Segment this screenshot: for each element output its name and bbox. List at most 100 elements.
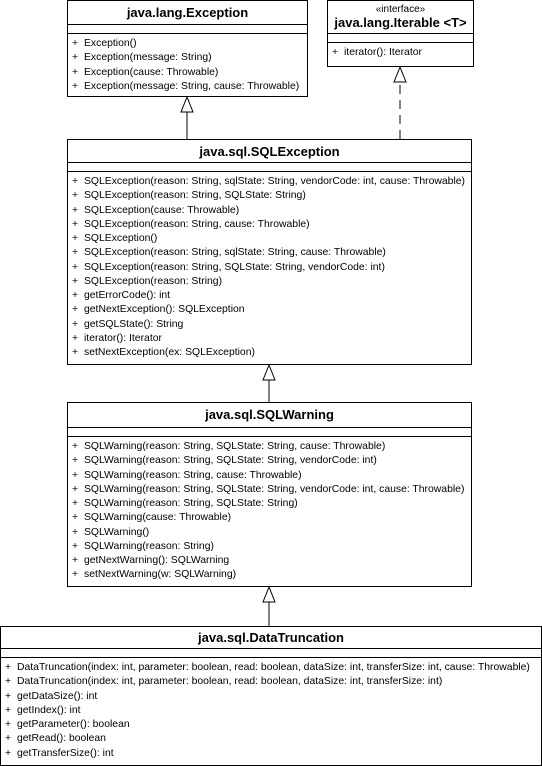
operation-signature: SQLException(reason: String): [84, 275, 223, 287]
operation-signature: SQLException(): [84, 233, 158, 244]
class-exception-attributes: [68, 25, 307, 34]
operation-visibility: +: [72, 247, 79, 259]
operation-visibility: +: [72, 318, 79, 330]
operation-visibility: +: [72, 455, 79, 467]
operation-signature: SQLException(reason: String, sqlState: S…: [84, 247, 386, 259]
operation-signature: setNextException(ex: SQLException): [84, 347, 255, 358]
operation-visibility: +: [72, 526, 79, 538]
operation-visibility: +: [72, 261, 79, 273]
operation-signature: SQLWarning(reason: String, SQLState: Str…: [84, 483, 465, 495]
operation-datatruncation: +DataTruncation(index: int, parameter: b…: [5, 661, 541, 675]
operation-signature: iterator(): Iterator: [344, 47, 422, 58]
operation-sqlexception: + SQLException(reason: String, SQLState: …: [72, 261, 471, 275]
operation-visibility: +: [72, 38, 79, 49]
operation-sqlexception: + SQLException(reason: String): [72, 275, 471, 289]
class-datatruncation[interactable]: java.sql.DataTruncation + DataTruncation(…: [0, 626, 542, 766]
operation-exception: + Exception(cause: Throwable): [72, 66, 307, 80]
operation-sqlexception: + getErrorCode(): int: [72, 289, 471, 303]
class-sqlexception[interactable]: java.sql.SQLException +SQLException(reas…: [67, 139, 472, 365]
operation-visibility: +: [5, 733, 12, 745]
operation-signature: getNextException(): SQLException: [84, 304, 245, 316]
operation-visibility: +: [72, 218, 79, 230]
class-sqlwarning-header: java.sql.SQLWarning: [68, 403, 471, 428]
generalization-sqlexception-to-exception-arrowhead: [180, 95, 194, 113]
class-datatruncation-header: java.sql.DataTruncation: [1, 627, 541, 649]
class-iterable[interactable]: «interface» java.lang.Iterable <T> + iter…: [327, 0, 474, 67]
operation-visibility: +: [72, 569, 79, 581]
operation-visibility: +: [332, 47, 339, 58]
class-iterable-name: java.lang.Iterable <T>: [334, 15, 467, 30]
generalization-sqlwarning-to-sqlexception-arrowhead: [262, 363, 276, 381]
operation-signature: getErrorCode(): int: [84, 290, 171, 301]
operation-visibility: +: [72, 441, 79, 452]
operation-datatruncation: +getParameter(): boolean: [5, 718, 541, 732]
operation-sqlwarning: +SQLWarning(reason: String, SQLState: St…: [72, 454, 471, 468]
operation-sqlexception: +getSQLState(): String: [72, 318, 471, 332]
operation-visibility: +: [72, 275, 79, 287]
operation-sqlexception: +SQLException(reason: String, cause: Thr…: [72, 218, 471, 232]
operation-signature: SQLWarning(reason: String, cause: Throwa…: [84, 469, 302, 481]
operation-exception: + Exception(message: String): [72, 51, 307, 65]
operation-sqlexception: +iterator(): Iterator: [72, 332, 471, 346]
operation-datatruncation: + DataTruncation(index: int, parameter: b…: [5, 675, 541, 689]
class-exception-name: java.lang.Exception: [126, 5, 249, 20]
operation-signature: DataTruncation(index: int, parameter: bo…: [17, 676, 443, 688]
operation-datatruncation: +getRead(): boolean: [5, 732, 541, 746]
operation-signature: SQLException(reason: String, SQLState: S…: [84, 261, 385, 273]
operation-signature: SQLException(cause: Throwable): [84, 204, 240, 216]
operation-visibility: +: [72, 290, 79, 301]
operation-visibility: +: [72, 555, 79, 566]
operation-signature: SQLWarning(cause: Throwable): [84, 512, 232, 524]
operation-sqlwarning: +SQLWarning(reason: String, SQLState: St…: [72, 440, 471, 454]
operation-visibility: +: [72, 52, 79, 64]
operation-sqlwarning: + SQLWarning(reason: String): [72, 540, 471, 554]
operation-signature: SQLException(reason: String, sqlState: S…: [84, 176, 465, 187]
operation-signature: getNextWarning(): SQLWarning: [84, 555, 230, 566]
operation-signature: SQLWarning(): [84, 526, 150, 538]
operation-datatruncation: +getTransferSize(): int: [5, 747, 541, 761]
operation-sqlwarning: +SQLWarning(cause: Throwable): [72, 511, 471, 525]
operation-signature: setNextWarning(w: SQLWarning): [84, 569, 237, 581]
class-datatruncation-name: java.sql.DataTruncation: [198, 630, 344, 645]
class-datatruncation-operations: + DataTruncation(index: int, parameter: b…: [1, 658, 541, 761]
operation-signature: getDataSize(): int: [17, 690, 98, 702]
operation-exception: +Exception(): [72, 37, 307, 51]
operation-sqlexception: + SQLException(reason: String, sqlState: …: [72, 246, 471, 260]
class-sqlexception-header: java.sql.SQLException: [68, 140, 471, 163]
class-iterable-stereotype: «interface»: [375, 4, 426, 15]
operation-visibility: +: [72, 469, 79, 481]
class-sqlwarning-attributes: [68, 428, 471, 437]
operation-exception: +Exception(message: String, cause: Throw…: [72, 80, 307, 94]
operation-visibility: +: [5, 676, 12, 688]
class-sqlwarning-operations: + SQLWarning(reason: String, SQLState: St…: [68, 437, 471, 583]
class-iterable-attributes: [328, 34, 473, 43]
operation-visibility: +: [5, 690, 12, 702]
class-sqlexception-attributes: [68, 163, 471, 172]
operation-visibility: +: [72, 66, 79, 78]
generalization-datatruncation-to-sqlwarning-arrowhead: [262, 585, 276, 603]
operation-sqlwarning: + getNextWarning(): SQLWarning: [72, 554, 471, 568]
operation-sqlexception: +SQLException(): [72, 232, 471, 246]
operation-visibility: +: [72, 190, 79, 202]
class-sqlwarning-name: java.sql.SQLWarning: [205, 407, 334, 422]
operation-signature: Exception(message: String, cause: Throwa…: [84, 80, 300, 92]
operation-sqlexception: +SQLException(reason: String, sqlState: …: [72, 175, 471, 189]
operation-sqlwarning: +SQLWarning(reason: String, SQLState: St…: [72, 483, 471, 497]
class-sqlwarning[interactable]: java.sql.SQLWarning + SQLWarning(reason: …: [67, 402, 472, 587]
class-exception[interactable]: java.lang.Exception +Exception()+Excepti…: [67, 0, 308, 97]
operation-visibility: +: [72, 204, 79, 216]
class-exception-header: java.lang.Exception: [68, 1, 307, 25]
operation-signature: SQLWarning(reason: String): [84, 540, 214, 552]
operation-visibility: +: [5, 719, 12, 730]
operation-signature: Exception(message: String): [84, 52, 212, 64]
operation-visibility: +: [72, 347, 79, 358]
operation-sqlwarning: + SQLWarning(reason: String, cause: Throw…: [72, 469, 471, 483]
operation-visibility: +: [72, 540, 79, 552]
operation-signature: SQLException(reason: String, SQLState: S…: [84, 190, 306, 202]
class-sqlexception-name: java.sql.SQLException: [199, 144, 340, 159]
operation-visibility: +: [72, 304, 79, 316]
operation-signature: Exception(cause: Throwable): [84, 66, 219, 78]
operation-sqlwarning: + SQLWarning(): [72, 526, 471, 540]
operation-sqlwarning: +SQLWarning(reason: String, SQLState: St…: [72, 497, 471, 511]
